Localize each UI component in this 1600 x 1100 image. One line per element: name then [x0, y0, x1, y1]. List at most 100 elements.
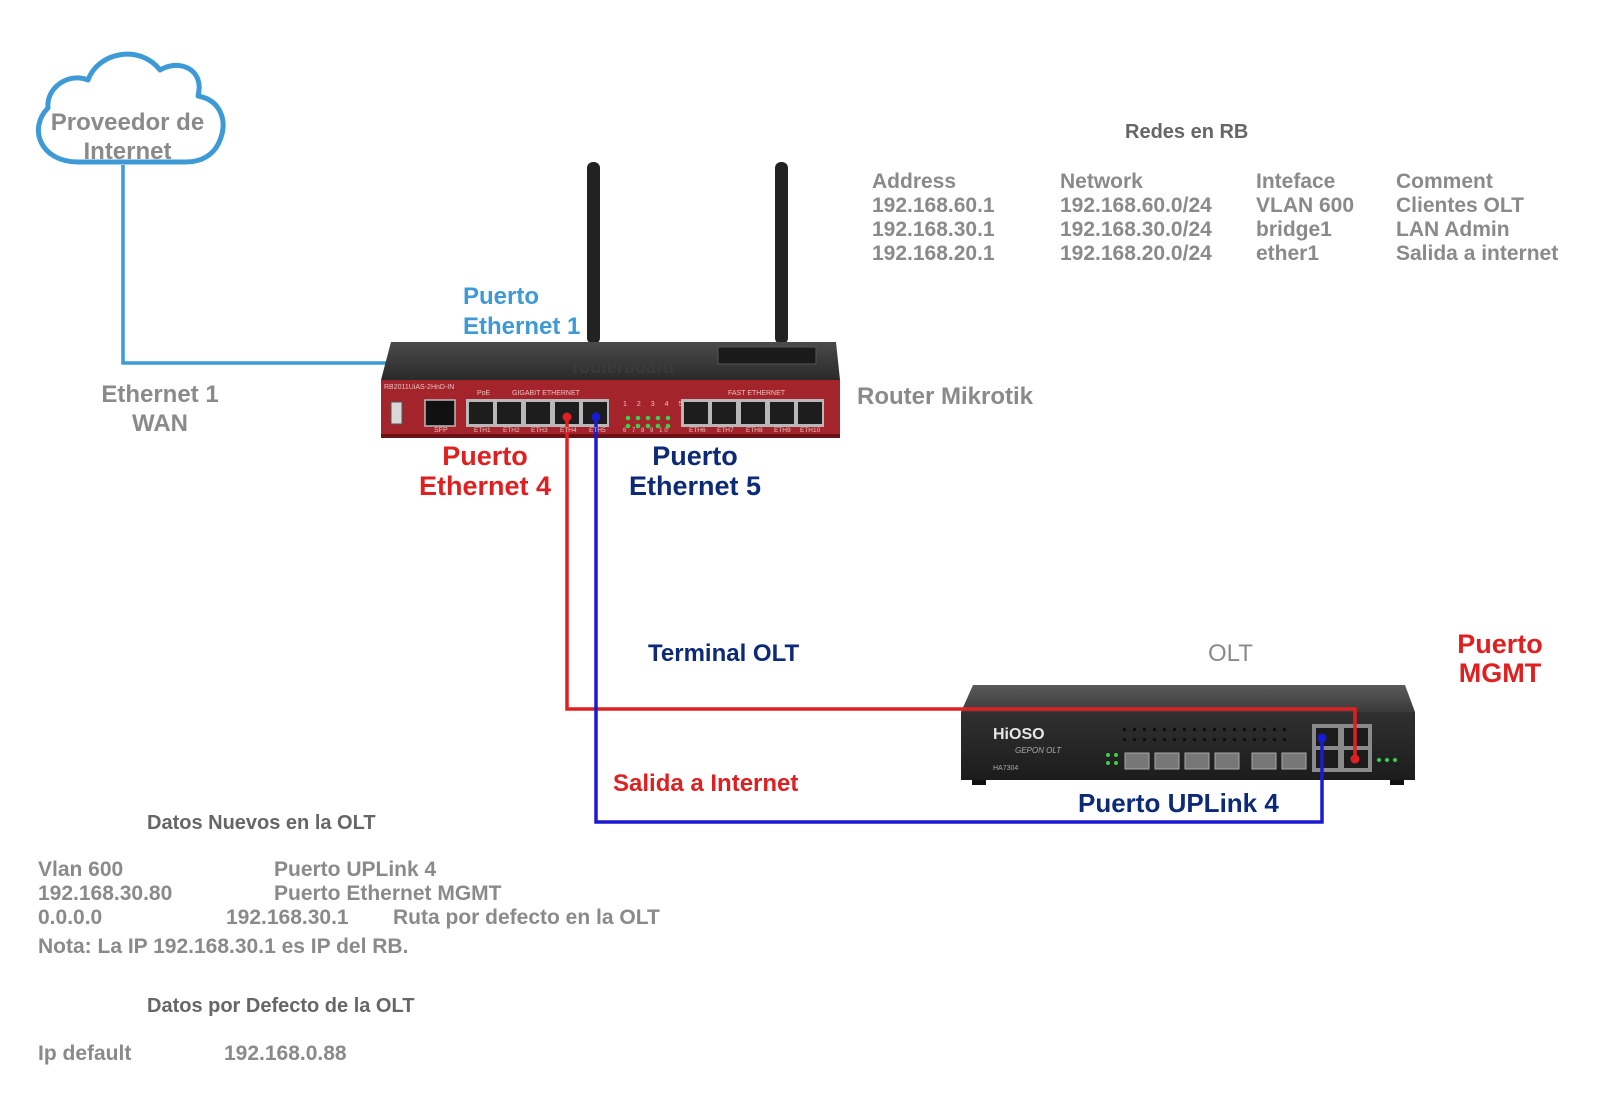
- rb-header-comment: Comment: [1396, 170, 1493, 193]
- olt-new-ip: 192.168.30.80: [38, 882, 173, 905]
- rb-table-col-interface: Inteface VLAN 600 bridge1 ether1: [1256, 170, 1354, 266]
- olt-new-mgmt: Puerto Ethernet MGMT: [274, 882, 502, 905]
- router-mikrotik-device: routerboard: [381, 342, 840, 438]
- eth4-label: Puerto Ethernet 4: [415, 441, 555, 501]
- led-num-1: 1: [623, 401, 631, 408]
- led-num-2: 2: [636, 401, 645, 408]
- eth4-port-marker: [562, 412, 572, 422]
- router-poe-text: PoE: [477, 390, 491, 397]
- olt-new-uplink: Puerto UPLink 4: [274, 858, 437, 881]
- eth1-wan-label: Ethernet 1 WAN: [98, 380, 222, 438]
- olt-new-col-a: Vlan 600 192.168.30.80 0.0.0.0: [38, 858, 172, 930]
- olt-new-route-dst: 0.0.0.0: [38, 906, 103, 929]
- port-label-eth6: ETH6: [689, 427, 706, 434]
- rb-header-network: Network: [1060, 170, 1143, 193]
- led-num-4: 4: [664, 401, 673, 408]
- olt-default-title: Datos por Defecto de la OLT: [147, 995, 415, 1017]
- olt-model-text: HA7304: [993, 765, 1019, 772]
- router-led-row1: 1 2 3 4 5: [623, 401, 686, 408]
- olt-subtitle-text: GEPON OLT: [1015, 746, 1062, 755]
- rb-cell: 192.168.30.0/24: [1060, 218, 1212, 241]
- led-num-10: 10: [659, 428, 670, 434]
- router-gigabit-text: GIGABIT ETHERNET: [512, 390, 580, 397]
- led-num-3: 3: [650, 401, 659, 408]
- eth5-line1: Puerto: [652, 441, 738, 471]
- eth1-wan-line2: WAN: [132, 410, 188, 437]
- antenna-right: [775, 162, 788, 344]
- cloud-label: Proveedor de Internet: [35, 108, 220, 166]
- rb-cell: LAN Admin: [1396, 218, 1510, 241]
- olt-new-route-desc: Ruta por defecto en la OLT: [393, 906, 660, 929]
- olt-new-gateway: 192.168.30.1: [226, 906, 349, 929]
- mgmt-line2: MGMT: [1458, 658, 1542, 688]
- led-num-7: 7: [632, 428, 638, 434]
- rb-header-interface: Inteface: [1256, 170, 1336, 193]
- mgmt-link-line: [565, 416, 1357, 759]
- antenna-left: [587, 162, 600, 344]
- router-fast-text: FAST ETHERNET: [728, 390, 786, 397]
- router-name-label: Router Mikrotik: [857, 383, 1034, 410]
- eth5-line2: Ethernet 5: [628, 471, 762, 501]
- mgmt-port-marker: [1350, 754, 1360, 764]
- rb-cell: Clientes OLT: [1396, 194, 1524, 217]
- rb-cell: 192.168.30.1: [872, 218, 995, 241]
- cloud-label-line1: Proveedor de: [50, 109, 205, 136]
- router-led-row2: 6 7 8 9 10: [623, 428, 670, 434]
- port-label-eth4: ETH4: [560, 427, 577, 434]
- rb-cell: Salida a internet: [1396, 242, 1559, 265]
- led-num-9: 9: [650, 428, 656, 434]
- rb-table-col-network: Network 192.168.60.0/24 192.168.30.0/24 …: [1060, 170, 1212, 266]
- olt-new-title: Datos Nuevos en la OLT: [147, 812, 376, 834]
- olt-new-note: Nota: La IP 192.168.30.1 es IP del RB.: [38, 935, 409, 958]
- port-label-eth7: ETH7: [717, 427, 734, 434]
- eth4-line2: Ethernet 4: [418, 471, 552, 501]
- led-num-5: 5: [678, 401, 687, 408]
- mgmt-line1: Puerto: [1457, 629, 1543, 659]
- rb-table-col-comment: Comment Clientes OLT LAN Admin Salida a …: [1396, 170, 1558, 266]
- rb-cell: 192.168.20.1: [872, 242, 995, 265]
- port-label-eth8: ETH8: [746, 427, 763, 434]
- router-sfp-text: SFP: [434, 427, 448, 434]
- port-label-eth5: ETH5: [589, 427, 606, 434]
- rb-cell: VLAN 600: [1256, 194, 1355, 217]
- terminal-olt-label: Terminal OLT: [648, 640, 800, 667]
- rb-cell: 192.168.60.1: [872, 194, 995, 217]
- rb-cell: bridge1: [1256, 218, 1332, 241]
- led-num-8: 8: [641, 428, 647, 434]
- uplink-label: Puerto UPLink 4: [1078, 788, 1279, 818]
- rb-cell: 192.168.20.0/24: [1060, 242, 1212, 265]
- port-label-eth10: ETH10: [800, 427, 821, 434]
- olt-brand-text: HiOSO: [993, 726, 1045, 743]
- eth5-port-marker: [591, 412, 601, 422]
- port-label-eth2: ETH2: [503, 427, 520, 434]
- router-model-text: RB2011UiAS-2HnD-IN: [384, 384, 455, 391]
- led-num-6: 6: [623, 428, 629, 434]
- eth1-wan-line1: Ethernet 1: [101, 381, 219, 408]
- eth1-top-label: Puerto Ethernet 1: [463, 282, 580, 342]
- port-label-eth1: ETH1: [474, 427, 491, 434]
- port-label-eth9: ETH9: [774, 427, 791, 434]
- olt-label: OLT: [1208, 640, 1253, 667]
- uplink-link-line: [594, 416, 1324, 824]
- port-label-eth3: ETH3: [531, 427, 548, 434]
- olt-device: [961, 685, 1415, 785]
- rb-header-address: Address: [872, 170, 957, 193]
- rb-cell: ether1: [1256, 242, 1320, 265]
- cloud-label-line2: Internet: [83, 138, 172, 165]
- cloud-icon: [36, 51, 226, 165]
- olt-default-label: Ip default: [38, 1042, 132, 1065]
- olt-new-vlan: Vlan 600: [38, 858, 124, 881]
- eth4-line1: Puerto: [442, 441, 528, 471]
- svg-text:routerboard: routerboard: [572, 357, 674, 377]
- salida-internet-label: Salida a Internet: [613, 770, 799, 797]
- rb-cell: 192.168.60.0/24: [1060, 194, 1212, 217]
- eth5-label: Puerto Ethernet 5: [620, 441, 770, 501]
- rb-table-title: Redes en RB: [1125, 121, 1249, 143]
- eth1-top-line1: Puerto: [463, 283, 540, 310]
- eth1-top-line2: Ethernet 1: [463, 313, 581, 340]
- uplink-port-marker: [1317, 733, 1327, 743]
- rb-table-col-address: Address 192.168.60.1 192.168.30.1 192.16…: [872, 170, 995, 266]
- olt-new-col-b: Puerto UPLink 4 Puerto Ethernet MGMT: [274, 858, 502, 906]
- olt-default-value: 192.168.0.88: [224, 1042, 347, 1065]
